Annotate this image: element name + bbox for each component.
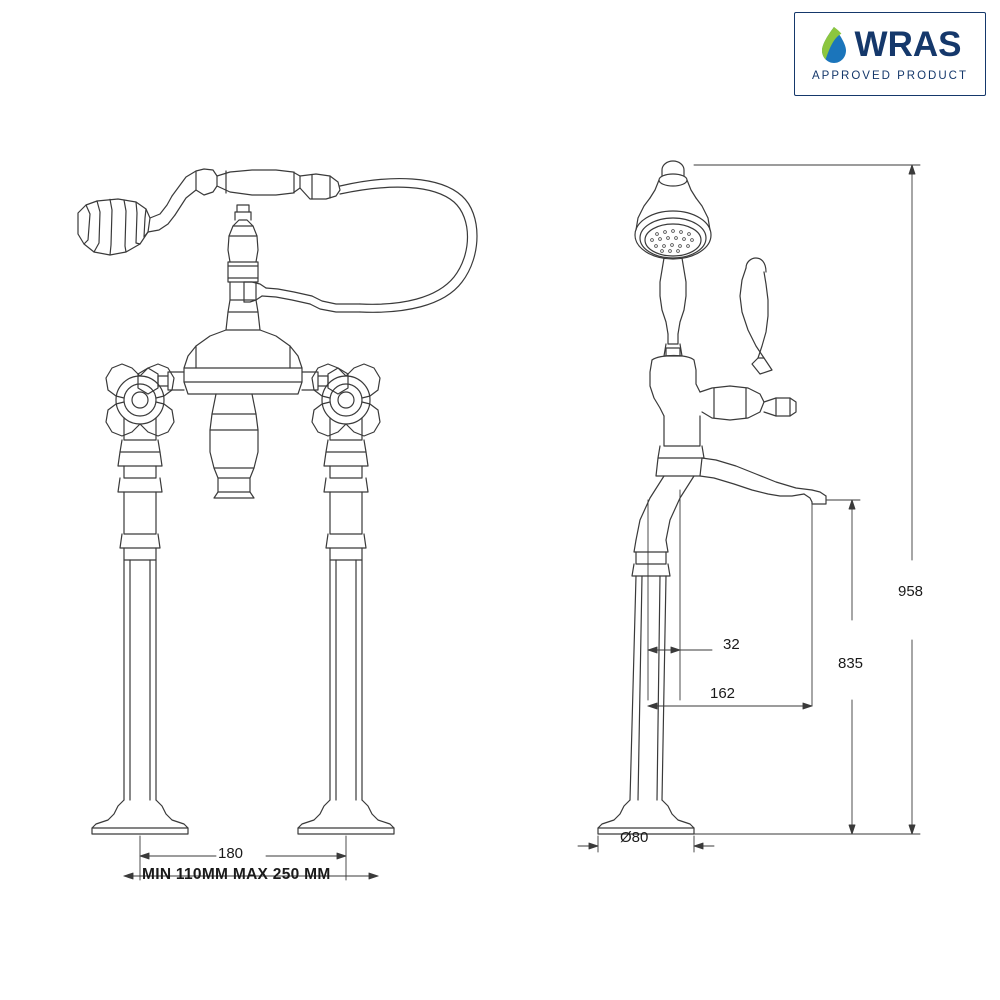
- side-shower-rose: [634, 160, 712, 260]
- wras-approved-badge: WRAS APPROVED PRODUCT: [794, 12, 986, 96]
- front-body: [183, 329, 303, 499]
- front-right-cross-handle: [301, 363, 381, 493]
- front-left-standpipe: [91, 491, 189, 835]
- side-lever-handle: [739, 257, 773, 375]
- side-handset-body: [659, 257, 687, 357]
- wras-subtitle: APPROVED PRODUCT: [812, 69, 968, 82]
- dimension-162-label: 162: [710, 685, 736, 702]
- front-view-faucet: [77, 168, 478, 835]
- dimension-32-label: 32: [723, 636, 740, 653]
- water-drop-icon: [821, 26, 846, 63]
- side-spout: [655, 457, 827, 505]
- dimension-835-label: 835: [838, 655, 864, 672]
- dimension-min-max-label: MIN 110MM MAX 250 MM: [142, 866, 331, 883]
- front-right-standpipe: [297, 491, 395, 835]
- side-valve-body: [649, 347, 797, 459]
- front-shower-hose: [261, 177, 478, 313]
- dimension-lines: [123, 164, 921, 881]
- side-standpipe: [597, 475, 695, 835]
- front-center-column: [225, 204, 267, 331]
- front-shower-handset: [77, 168, 341, 256]
- dimension-diameter-80-label: Ø80: [620, 829, 649, 846]
- dimension-958-label: 958: [898, 583, 924, 600]
- wras-wordmark: WRAS: [854, 25, 962, 65]
- dimension-180-label: 180: [218, 845, 244, 862]
- front-left-cross-handle: [105, 363, 185, 493]
- side-view-faucet: [597, 160, 827, 835]
